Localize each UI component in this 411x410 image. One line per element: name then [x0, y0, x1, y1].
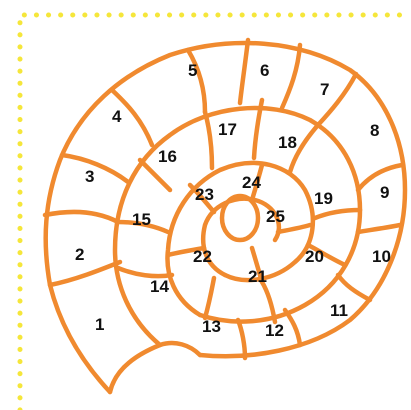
segment-label: 18 — [278, 133, 297, 152]
segment-label: 6 — [260, 61, 269, 80]
segment-label: 13 — [202, 317, 221, 336]
segment-label: 19 — [314, 189, 333, 208]
segment-label: 1 — [95, 315, 104, 334]
segment-label: 20 — [305, 247, 324, 266]
segment-label: 15 — [132, 210, 151, 229]
segment-label: 3 — [85, 167, 94, 186]
segment-label: 23 — [195, 185, 214, 204]
segment-label: 12 — [265, 321, 284, 340]
shell-eye — [222, 196, 258, 240]
segment-label: 8 — [370, 121, 379, 140]
segment-label: 24 — [242, 173, 261, 192]
segment-label: 14 — [150, 277, 169, 296]
segment-label: 7 — [320, 80, 329, 99]
segment-label: 2 — [75, 245, 84, 264]
segment-label: 21 — [248, 267, 267, 286]
segment-label: 5 — [188, 61, 197, 80]
segment-label: 4 — [112, 107, 122, 126]
segment-label: 9 — [380, 183, 389, 202]
segment-label: 17 — [218, 120, 237, 139]
shell-tail — [110, 343, 200, 392]
segment-label: 22 — [193, 247, 212, 266]
segment-label: 16 — [158, 147, 177, 166]
segment-label: 25 — [266, 207, 285, 226]
segment-label: 11 — [330, 301, 348, 320]
outer-shell-edge — [46, 43, 405, 392]
shell-outline — [45, 40, 405, 392]
segment-label: 10 — [372, 247, 391, 266]
